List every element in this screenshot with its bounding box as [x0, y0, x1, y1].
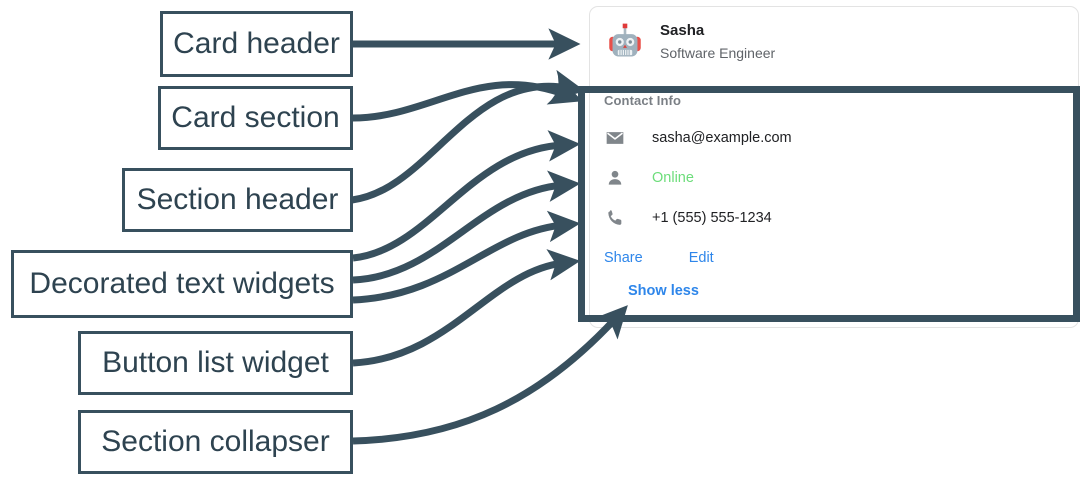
arrow-text-widget-email: [352, 130, 581, 262]
robot-avatar-icon: [604, 21, 646, 63]
email-value: sasha@example.com: [652, 130, 792, 146]
annotation-section-header: Section header: [122, 168, 353, 232]
annotation-card-section-label: Card section: [171, 101, 340, 134]
annotation-decorated-text-widgets-label: Decorated text widgets: [29, 267, 335, 300]
decorated-text-row-phone: +1 (555) 555-1234: [604, 198, 1078, 238]
card-header-title: Sasha: [660, 21, 705, 39]
annotation-decorated-text-widgets: Decorated text widgets: [11, 250, 353, 318]
arrow-card-section: [352, 75, 583, 122]
annotation-section-header-label: Section header: [136, 183, 339, 216]
section-header: Contact Info: [604, 93, 682, 108]
phone-value: +1 (555) 555-1234: [652, 210, 772, 226]
card-header: Sasha Software Engineer: [590, 7, 1078, 77]
person-icon: [604, 168, 626, 188]
email-icon: [604, 128, 626, 148]
button-list-widget: Share Edit: [604, 242, 1078, 274]
card-section-outline: [578, 86, 1080, 322]
card-header-subtitle: Software Engineer: [660, 44, 776, 61]
arrow-text-widget-online: [352, 170, 581, 284]
section-collapser[interactable]: Show less: [604, 274, 1078, 308]
arrow-section-collapser: [352, 305, 628, 445]
profile-card: Sasha Software Engineer Contact Info sas…: [589, 6, 1079, 328]
annotation-card-section: Card section: [158, 86, 353, 150]
status-value: Online: [652, 170, 694, 186]
arrow-section-header: [351, 69, 586, 204]
share-button[interactable]: Share: [604, 250, 643, 266]
annotation-section-collapser: Section collapser: [78, 410, 353, 474]
edit-button[interactable]: Edit: [688, 250, 714, 266]
decorated-text-row-status: Online: [604, 158, 1078, 198]
annotation-section-collapser-label: Section collapser: [101, 425, 330, 458]
annotation-button-list-widget-label: Button list widget: [102, 346, 329, 379]
annotation-card-header: Card header: [160, 11, 353, 77]
arrow-button-list: [352, 249, 581, 367]
decorated-text-row-email: sasha@example.com: [604, 118, 1078, 158]
annotation-card-header-label: Card header: [173, 27, 340, 60]
card-header-texts: Sasha Software Engineer: [660, 20, 775, 64]
arrow-text-widget-phone: [352, 210, 581, 304]
phone-icon: [604, 208, 626, 228]
show-less-button[interactable]: Show less: [628, 283, 699, 299]
card-section: Contact Info sasha@example.com: [590, 77, 1078, 308]
annotation-button-list-widget: Button list widget: [78, 331, 353, 395]
